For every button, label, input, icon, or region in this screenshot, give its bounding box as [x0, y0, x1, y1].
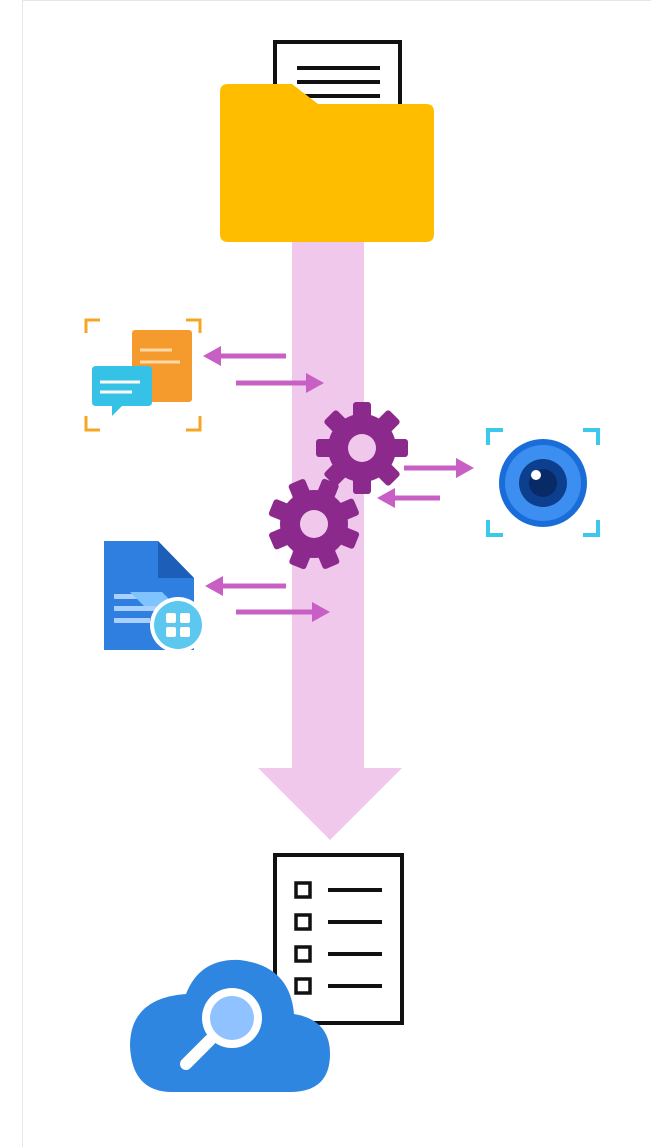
diagram-frame [22, 0, 651, 1147]
eye-camera-icon [486, 428, 600, 537]
form-connectors [205, 576, 330, 622]
vision-connectors [377, 458, 474, 508]
folder-with-document-icon [220, 40, 434, 242]
gears-icon [268, 402, 408, 570]
checklist-document-icon [273, 853, 404, 1025]
cloud-search-icon [130, 959, 330, 1092]
language-connectors [203, 346, 324, 393]
document-table-icon [104, 541, 206, 653]
chat-bubbles-icon [84, 318, 202, 432]
